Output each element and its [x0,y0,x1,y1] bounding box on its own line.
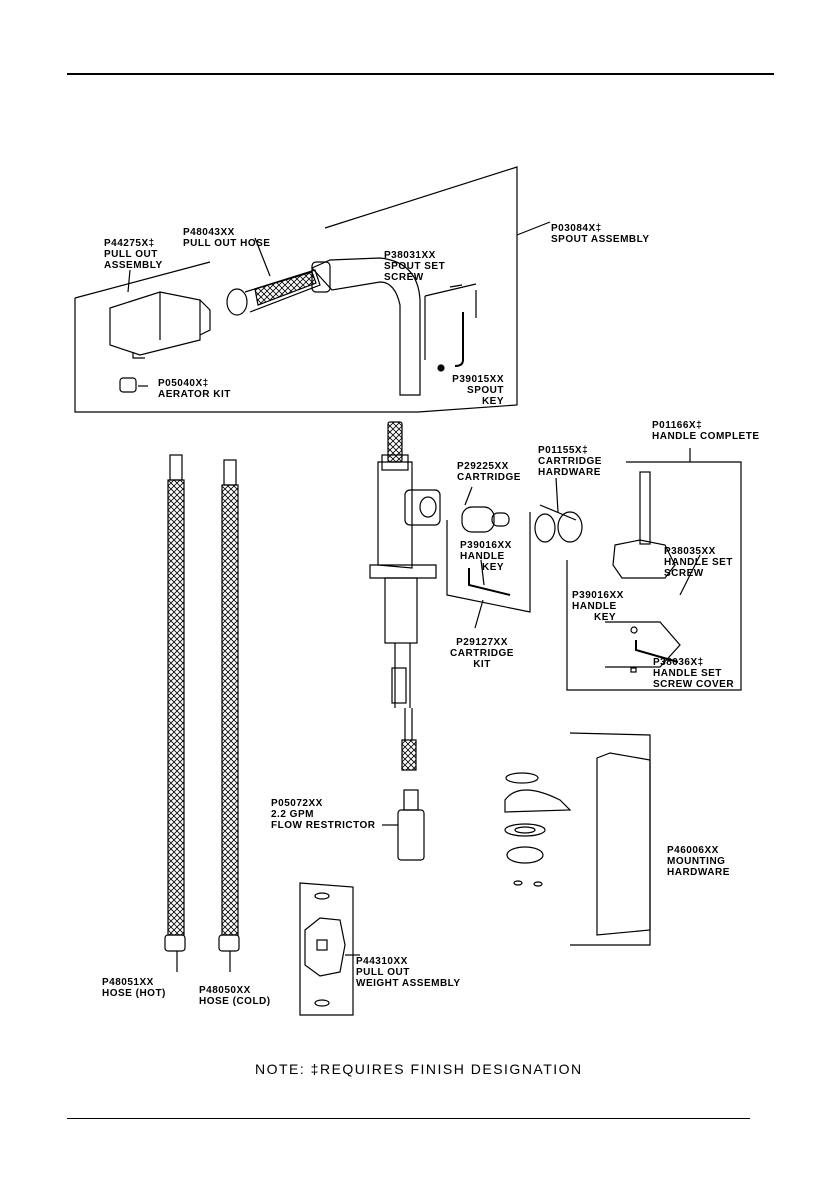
part-label-spout-assembly: P03084X‡SPOUT ASSEMBLY [551,223,650,245]
part-number: P46006XX [667,845,719,856]
part-number: P39016XX [572,590,624,601]
finish-designation-note: NOTE: ‡REQUIRES FINISH DESIGNATION [255,1061,583,1077]
part-number: P05072XX [271,798,323,809]
part-description: KEY [481,396,504,407]
mounting-hardware-drawing [504,732,651,946]
part-description: HARDWARE [538,467,601,478]
part-number: P05040X‡ [158,378,209,389]
aerator-drawing [119,377,148,393]
flow-restrictor-drawing [382,789,425,861]
part-description: 2.2 GPM [271,809,314,820]
part-description: HANDLE SET [653,668,722,679]
faucet-body-drawing [369,421,441,771]
part-description: ASSEMBLY [104,260,163,271]
part-description: HANDLE [460,551,505,562]
part-description: KEY [482,562,505,573]
part-description: HOSE (COLD) [199,996,271,1007]
part-number: P01166X‡ [652,420,703,431]
part-description: KIT [473,659,491,670]
part-description: CARTRIDGE [538,456,602,467]
part-number: P38036X‡ [653,657,704,668]
part-description: CARTRIDGE [457,472,521,483]
cartridge-kit-box [446,486,531,629]
spout-assembly-bracket [74,166,551,413]
part-description: HARDWARE [667,867,730,878]
part-description: SCREW COVER [653,679,735,690]
part-number: P39015XX [452,374,504,385]
part-description: PULL OUT [356,967,410,978]
part-description: WEIGHT ASSEMBLY [356,978,461,989]
part-description: AERATOR KIT [158,389,231,400]
hose-hot-drawing [164,454,186,972]
part-number: P48051XX [102,977,154,988]
part-description: SPOUT SET [384,261,446,272]
part-description: HANDLE [572,601,617,612]
part-number: P39016XX [460,540,512,551]
part-number: P29127XX [456,637,508,648]
part-number: P38031XX [384,250,436,261]
top-rule [67,73,774,75]
pull-out-hose-drawing [226,269,321,316]
pull-out-weight-drawing [299,882,360,1016]
part-label-handle-complete: P01166X‡HANDLE COMPLETE [652,420,760,442]
part-number: P38035XX [664,546,716,557]
part-description: SCREW [664,568,704,579]
bottom-rule [67,1118,750,1119]
part-description: KEY [594,612,617,623]
part-number: P48043XX [183,227,235,238]
cartridge-hardware-drawing [534,461,742,691]
part-number: P03084X‡ [551,223,602,234]
hose-cold-drawing [218,459,240,972]
pull-out-assembly-drawing [109,291,211,359]
part-number: P29225XX [457,461,509,472]
part-number: P01155X‡ [538,445,589,456]
part-description: MOUNTING [667,856,726,867]
part-description: SCREW [384,272,424,283]
part-description: CARTRIDGE [450,648,514,659]
handle-complete-drawing [605,448,701,673]
part-number: P44275X‡ [104,238,155,249]
part-number: P44310XX [356,956,408,967]
spout-drawing [310,257,421,396]
part-description: SPOUT [467,385,504,396]
part-description: PULL OUT HOSE [183,238,271,249]
part-description: HANDLE COMPLETE [652,431,760,442]
part-description: HANDLE SET [664,557,733,568]
part-number: P48050XX [199,985,251,996]
spout-screw-key-box [424,283,477,372]
part-label-aerator-kit: P05040X‡AERATOR KIT [158,378,231,400]
part-description: FLOW RESTRICTOR [271,820,376,831]
part-description: SPOUT ASSEMBLY [551,234,650,245]
part-description: HOSE (HOT) [102,988,166,999]
part-description: PULL OUT [104,249,158,260]
